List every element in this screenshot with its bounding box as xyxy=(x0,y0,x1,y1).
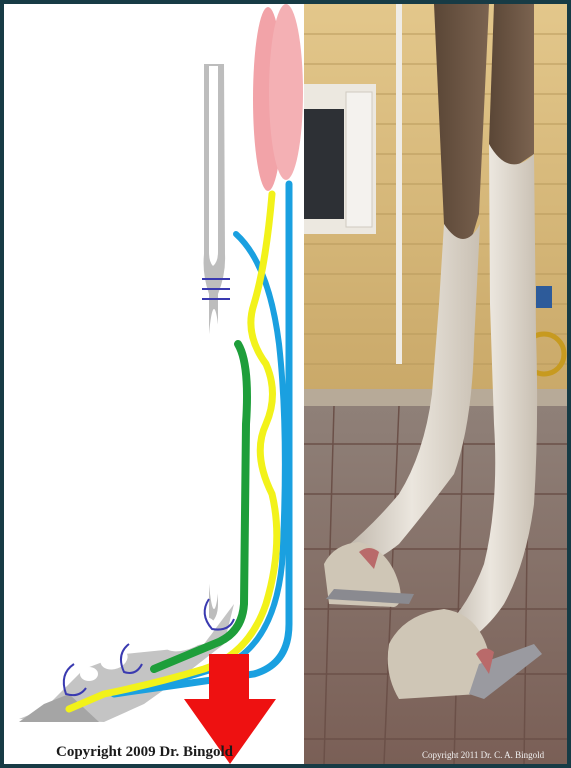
horse-leg-photo-panel: Copyright 2011 Dr. C. A. Bingold xyxy=(304,4,567,764)
diagram-copyright: Copyright 2009 Dr. Bingold xyxy=(56,744,233,761)
window-glass xyxy=(304,109,344,219)
horse-leg-photo xyxy=(304,4,567,764)
blue-tendon-inner xyxy=(164,234,285,684)
window-shutter xyxy=(346,92,372,227)
downspout xyxy=(396,4,402,364)
tendon-diagram-panel: Copyright 2009 Dr. Bingold xyxy=(4,4,304,764)
hose-faucet xyxy=(536,286,552,308)
tendon-diagram xyxy=(4,4,304,764)
muscle-belly-front xyxy=(269,4,303,180)
photo-copyright: Copyright 2011 Dr. C. A. Bingold xyxy=(422,750,544,760)
image-frame: Copyright 2009 Dr. Bingold xyxy=(4,4,567,764)
front-leg-upper xyxy=(489,4,534,174)
